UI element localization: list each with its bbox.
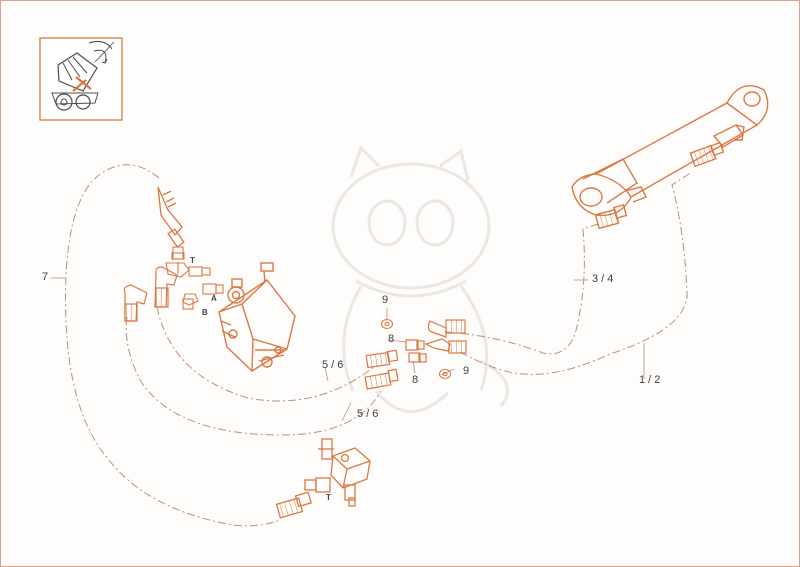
port-label-t-upper: T [190,256,195,265]
callout-7: 7 [42,271,49,283]
callout-1-2: 1 / 2 [639,374,661,386]
machine-thumbnail-icon [39,37,123,121]
callout-9-upper: 9 [382,294,389,306]
elbow-hose-left-a [123,284,148,322]
callout-5-6-upper: 5 / 6 [322,359,344,371]
lower-valve-assembly [275,438,371,519]
hydraulic-cylinder [571,85,769,230]
elbow-hose-left-b [154,266,178,308]
callout-8-upper: 8 [388,333,395,345]
callout-9-lower: 9 [463,365,470,377]
port-label-b: B [202,308,208,317]
adapter-fittings-upper [165,246,224,310]
washer-parts [380,318,452,380]
control-valve-block [218,262,296,372]
rotation-arrow-icon [88,41,113,50]
watermark-character [331,145,510,413]
callout-leaders [51,277,645,422]
hose-routes [65,164,693,527]
callout-8-lower: 8 [412,374,419,386]
elbow-fitting-upper [157,186,185,248]
callout-3-4: 3 / 4 [592,273,614,285]
port-label-a: A [211,294,217,303]
center-hose-fittings [364,319,467,390]
port-label-t-lower: T [326,493,331,502]
callout-5-6-lower: 5 / 6 [357,408,379,420]
